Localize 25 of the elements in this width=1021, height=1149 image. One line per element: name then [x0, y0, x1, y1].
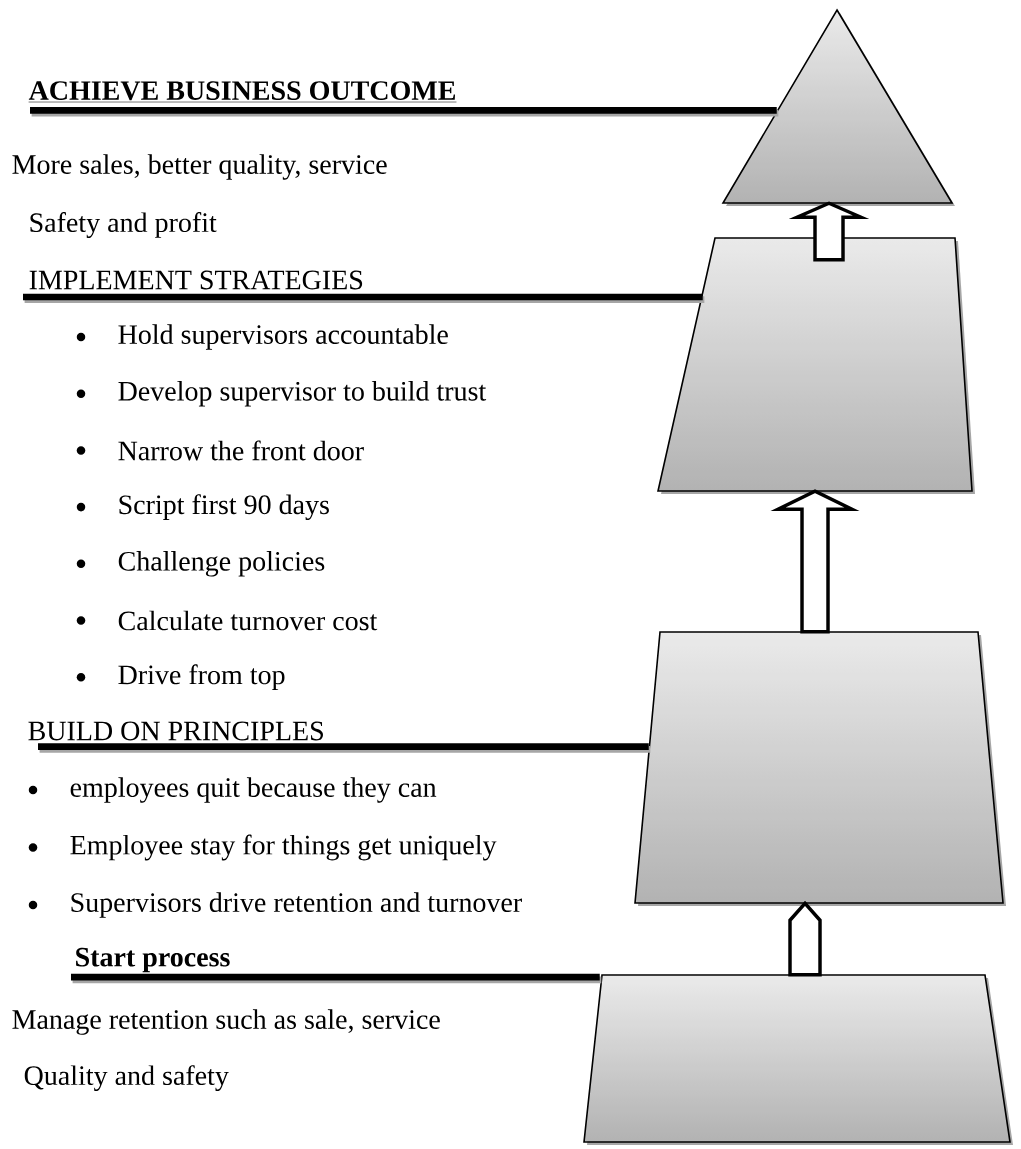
- block-arrow: [788, 900, 822, 977]
- heading: IMPLEMENT STRATEGIES: [29, 270, 363, 290]
- text-line: Manage retention such as sale, service: [12, 1009, 440, 1035]
- block-arrow: [770, 489, 860, 634]
- bullet-item: Employee stay for things get uniquely: [28, 834, 497, 861]
- bullet-item: Calculate turnover cost: [76, 610, 378, 631]
- text-line: Quality and safety: [24, 1065, 229, 1091]
- leader-line: [38, 743, 651, 753]
- text-line: Safety and profit: [30, 212, 217, 238]
- bullet-item: employees quit because they can: [28, 777, 437, 803]
- heading: Start process: [76, 947, 230, 973]
- bullet-item: Hold supervisors accountable: [76, 324, 448, 350]
- trapezoid: [657, 237, 975, 494]
- trapezoid: [634, 631, 1006, 906]
- bullet-item: Challenge policies: [76, 551, 325, 577]
- heading: ACHIEVE BUSINESS OUTCOME: [28, 81, 457, 103]
- text-line: More sales, better quality, service: [12, 154, 387, 180]
- bullet-item: Script first 90 days: [76, 494, 329, 520]
- bullet-item: Drive from top: [76, 664, 285, 691]
- bullet-item: Supervisors drive retention and turnover: [28, 892, 522, 918]
- bullet-item: Narrow the front door: [76, 440, 364, 461]
- block-arrow: [788, 201, 870, 262]
- bullet-item: Develop supervisor to build trust: [76, 381, 487, 407]
- heading: BUILD ON PRINCIPLES: [28, 721, 323, 741]
- trapezoid: [583, 974, 1013, 1145]
